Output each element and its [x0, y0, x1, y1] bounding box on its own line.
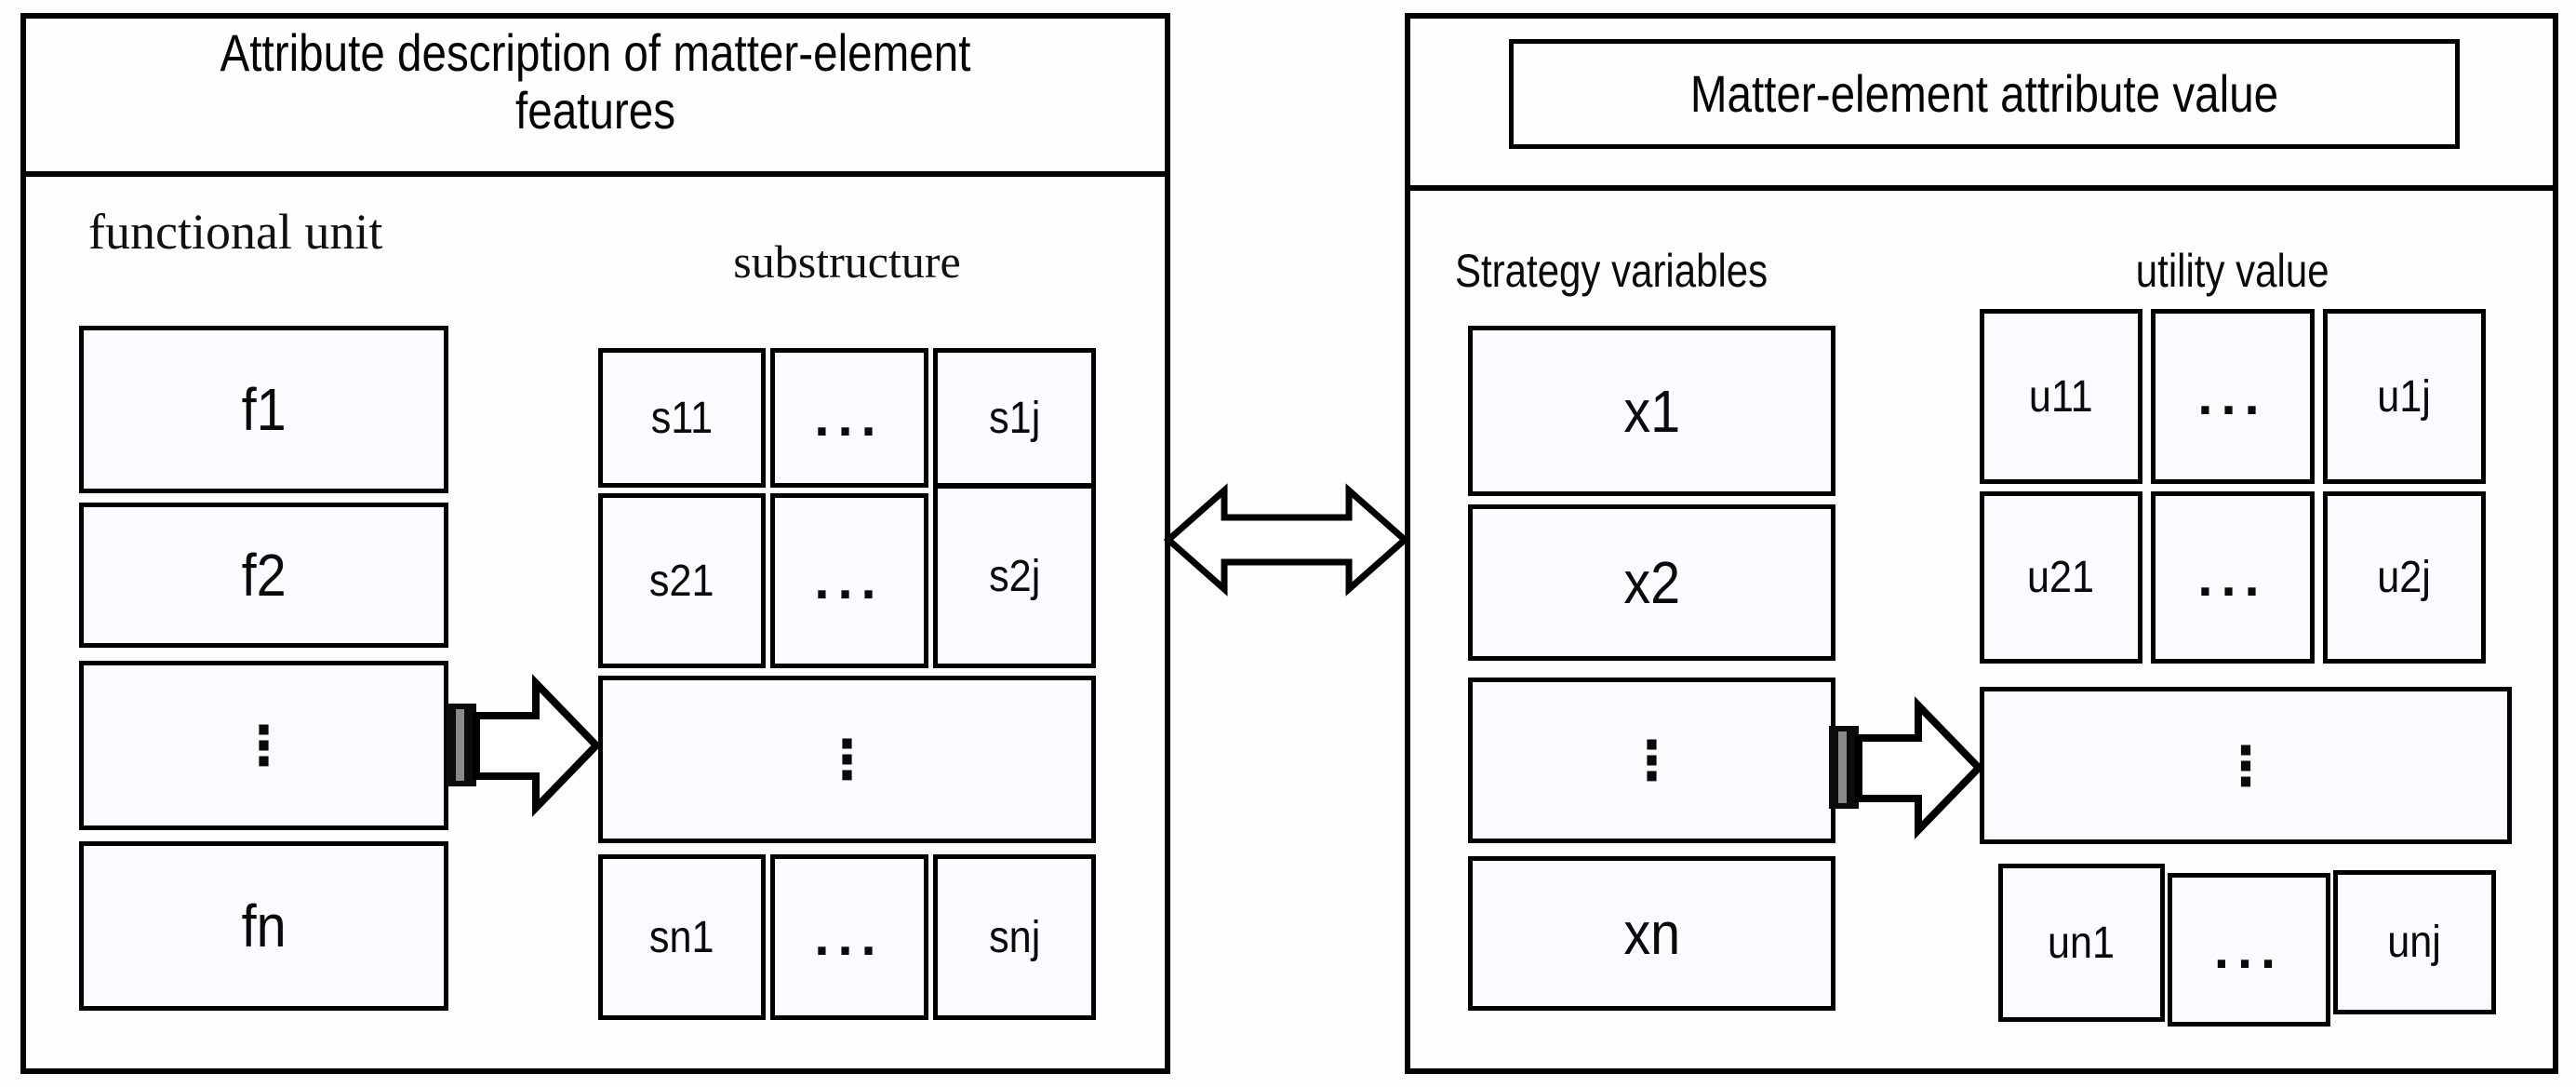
map-arrow-right — [1828, 696, 1984, 839]
cell-x1: x1 — [1468, 326, 1835, 496]
cell-sn1: sn1 — [598, 854, 766, 1020]
map-arrow-left — [446, 674, 602, 817]
substructure-label: substructure — [733, 235, 961, 288]
left-panel-header: Attribute description of matter-element … — [26, 19, 1165, 177]
left-panel-title: Attribute description of matter-element … — [220, 23, 971, 140]
cell-s-row4-hdots: ... — [770, 854, 928, 1020]
double-headed-arrow-icon — [1163, 483, 1410, 597]
cell-xn: xn — [1468, 856, 1835, 1011]
utility-value-label: utility value — [2136, 245, 2329, 297]
cell-fn: fn — [79, 841, 448, 1011]
right-panel-title: Matter-element attribute value — [1689, 64, 2279, 123]
block-arrow-right-icon — [447, 674, 602, 817]
right-panel-header: Matter-element attribute value — [1410, 19, 2553, 191]
cell-x2: x2 — [1468, 504, 1835, 661]
cell-s21: s21 — [598, 493, 766, 668]
cell-s-row2-hdots: ... — [770, 493, 928, 668]
cell-f2: f2 — [79, 503, 448, 648]
right-panel-attribute-value: Matter-element attribute value Strategy … — [1405, 13, 2558, 1074]
cell-f-vertical-ellipsis: ⋮ — [79, 661, 448, 830]
cell-f1: f1 — [79, 326, 448, 493]
cell-u2j: u2j — [2323, 491, 2486, 664]
cell-unj: unj — [2333, 870, 2496, 1014]
cell-u-row4-hdots: ... — [2168, 873, 2330, 1027]
cell-snj: snj — [933, 854, 1096, 1020]
cell-u11: u11 — [1980, 309, 2142, 484]
cell-u-row2-hdots: ... — [2151, 491, 2315, 664]
cell-u1j: u1j — [2323, 309, 2486, 484]
functional-unit-label: functional unit — [88, 204, 383, 260]
cell-u21: u21 — [1980, 491, 2142, 664]
strategy-variables-label: Strategy variables — [1455, 245, 1768, 297]
cell-u-row1-hdots: ... — [2151, 309, 2315, 484]
block-arrow-right-icon — [1829, 696, 1984, 839]
cell-x-vertical-ellipsis: ⋮ — [1468, 678, 1835, 843]
cell-s11: s11 — [598, 348, 766, 488]
cell-s1j: s1j — [933, 348, 1096, 488]
cell-s-vertical-ellipsis: ⋮ — [598, 676, 1096, 843]
cell-u-vertical-ellipsis: ⋮ — [1980, 687, 2512, 844]
cell-s-row1-hdots: ... — [770, 348, 928, 488]
left-panel-attribute-description: Attribute description of matter-element … — [20, 13, 1170, 1074]
cell-s2j: s2j — [933, 484, 1096, 668]
right-panel-title-box: Matter-element attribute value — [1509, 39, 2460, 149]
cell-un1: un1 — [1998, 864, 2165, 1022]
panels-link-arrow — [1163, 483, 1410, 597]
